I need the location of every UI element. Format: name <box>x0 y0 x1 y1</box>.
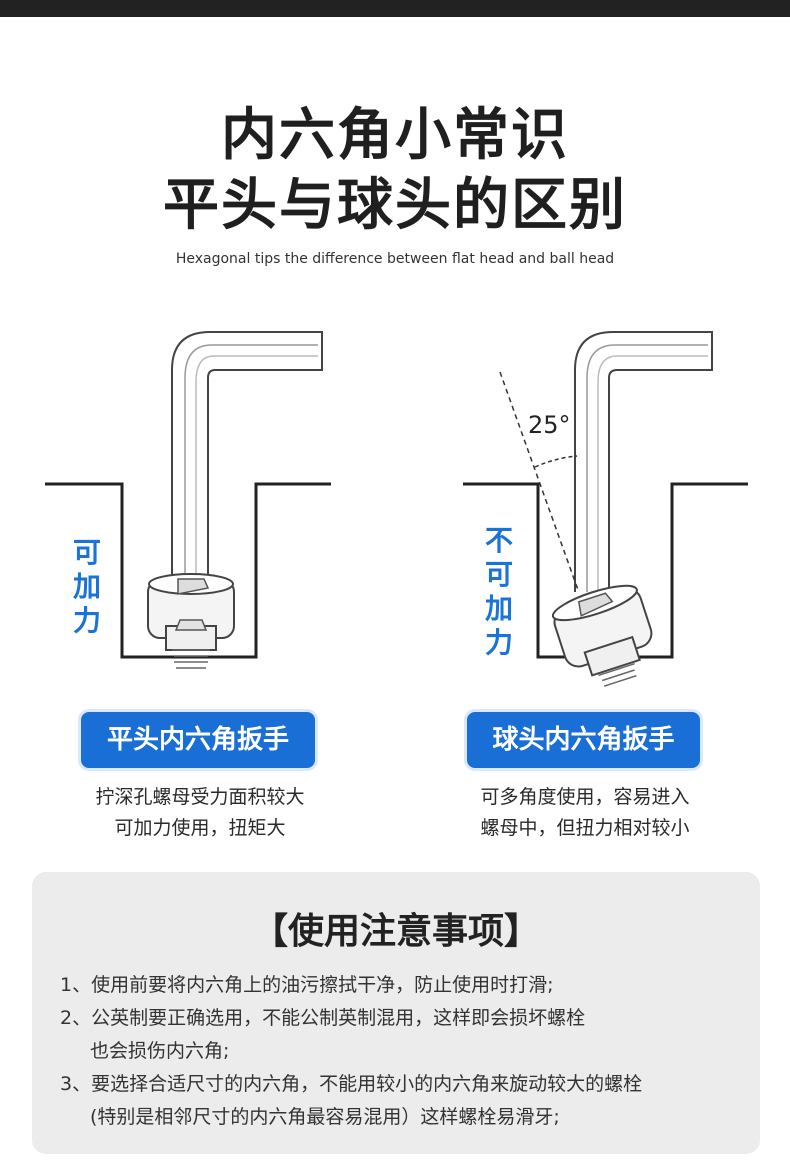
top-bar <box>0 0 790 17</box>
flat-description: 拧深孔螺母受力面积较大 可加力使用，扭矩大 <box>95 786 305 839</box>
angle-label: 25° <box>528 411 571 439</box>
ball-bolt <box>551 584 653 687</box>
notes-panel: 【使用注意事项】 1、使用前要将内六角上的油污擦拭干净，防止使用时打滑; 2、公… <box>32 872 760 1154</box>
page-title-line1: 内六角小常识 <box>221 103 569 168</box>
flat-hole-outline <box>45 482 331 659</box>
ball-side-label: 不 可 加 力 <box>484 524 513 659</box>
note-line-2: 2、公英制要正确选用，不能公制英制混用，这样即会损坏螺栓 <box>60 1007 586 1029</box>
flat-wrench <box>171 331 323 586</box>
page-subtitle: Hexagonal tips the difference between fl… <box>175 251 615 267</box>
note-line-3: 3、要选择合适尺寸的内六角，不能用较小的内六角来旋动较大的螺栓 <box>60 1073 643 1095</box>
note-line-2b: 也会损伤内六角; <box>90 1040 230 1062</box>
angle-marker <box>499 371 579 591</box>
notes-title: 【使用注意事项】 <box>251 911 540 952</box>
wrench-illustration: 25° <box>45 331 748 687</box>
page-title-line2: 平头与球头的区别 <box>163 173 627 238</box>
note-line-3b: (特别是相邻尺寸的内六角最容易混用）这样螺栓易滑牙; <box>90 1106 560 1128</box>
flat-side-label: 可 加 力 <box>72 536 101 637</box>
flat-wrench-badge: 平头内六角扳手 <box>81 712 315 768</box>
ball-description: 可多角度使用，容易进入 螺母中，但扭力相对较小 <box>480 786 690 839</box>
flat-bolt <box>147 573 235 669</box>
note-line-1: 1、使用前要将内六角上的油污擦拭干净，防止使用时打滑; <box>60 974 554 996</box>
ball-wrench-badge: 球头内六角扳手 <box>467 712 700 768</box>
ball-wrench <box>574 331 713 592</box>
